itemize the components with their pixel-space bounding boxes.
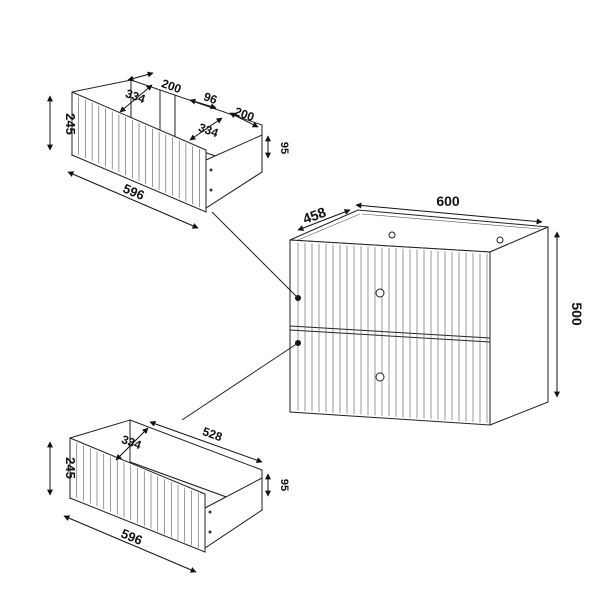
drawer-split-line xyxy=(289,325,491,339)
top-drawer-width1-line xyxy=(119,84,153,113)
cabinet-depth-label: 458 xyxy=(301,204,329,227)
bottom-drawer-side-label: 95 xyxy=(278,479,290,491)
cabinet-hole-icon xyxy=(496,236,504,244)
cabinet-fluting xyxy=(297,242,488,423)
top-drawer-side-label: 95 xyxy=(278,142,290,154)
top-drawer-height-label: 245 xyxy=(63,113,78,135)
cabinet-height-label: 500 xyxy=(569,302,585,326)
bottom-drawer-height-label: 245 xyxy=(63,457,78,479)
bottom-drawer xyxy=(68,419,264,553)
top-drawer-depth2-label: 200 xyxy=(233,104,257,124)
top-drawer-leader xyxy=(211,211,299,299)
cabinet xyxy=(289,209,549,426)
bottom-drawer-knob-icon xyxy=(375,372,385,382)
top-drawer-depth1-line xyxy=(127,71,154,82)
bottom-drawer-front-width-label: 596 xyxy=(119,526,145,548)
top-drawer-knob-icon xyxy=(375,288,385,298)
top-drawer-width2-line xyxy=(189,117,223,141)
bottom-drawer-front-width-line xyxy=(63,515,197,573)
bottom-drawer-depth-label: 528 xyxy=(201,424,225,444)
cabinet-width-label: 600 xyxy=(436,193,460,209)
bottom-drawer-depth-line xyxy=(149,420,263,464)
top-drawer-width2-label: 334 xyxy=(197,120,221,140)
depth-dimension-line xyxy=(297,209,351,231)
top-drawer-depth2-line xyxy=(229,112,259,128)
cabinet-side xyxy=(489,226,549,426)
top-drawer-width1-label: 334 xyxy=(124,86,148,106)
bottom-drawer-leader xyxy=(181,342,299,421)
cabinet-hole-icon xyxy=(388,231,396,239)
bottom-drawer-width-line xyxy=(115,427,149,461)
bottom-drawer-width-label: 334 xyxy=(120,432,144,452)
top-drawer-front-width-line xyxy=(67,171,199,229)
top-drawer-gap-label: 96 xyxy=(202,89,220,107)
top-drawer xyxy=(70,79,264,213)
top-drawer-gap-line xyxy=(189,98,217,110)
width-dimension-line xyxy=(355,202,543,225)
top-drawer-depth1-label: 200 xyxy=(160,76,184,96)
